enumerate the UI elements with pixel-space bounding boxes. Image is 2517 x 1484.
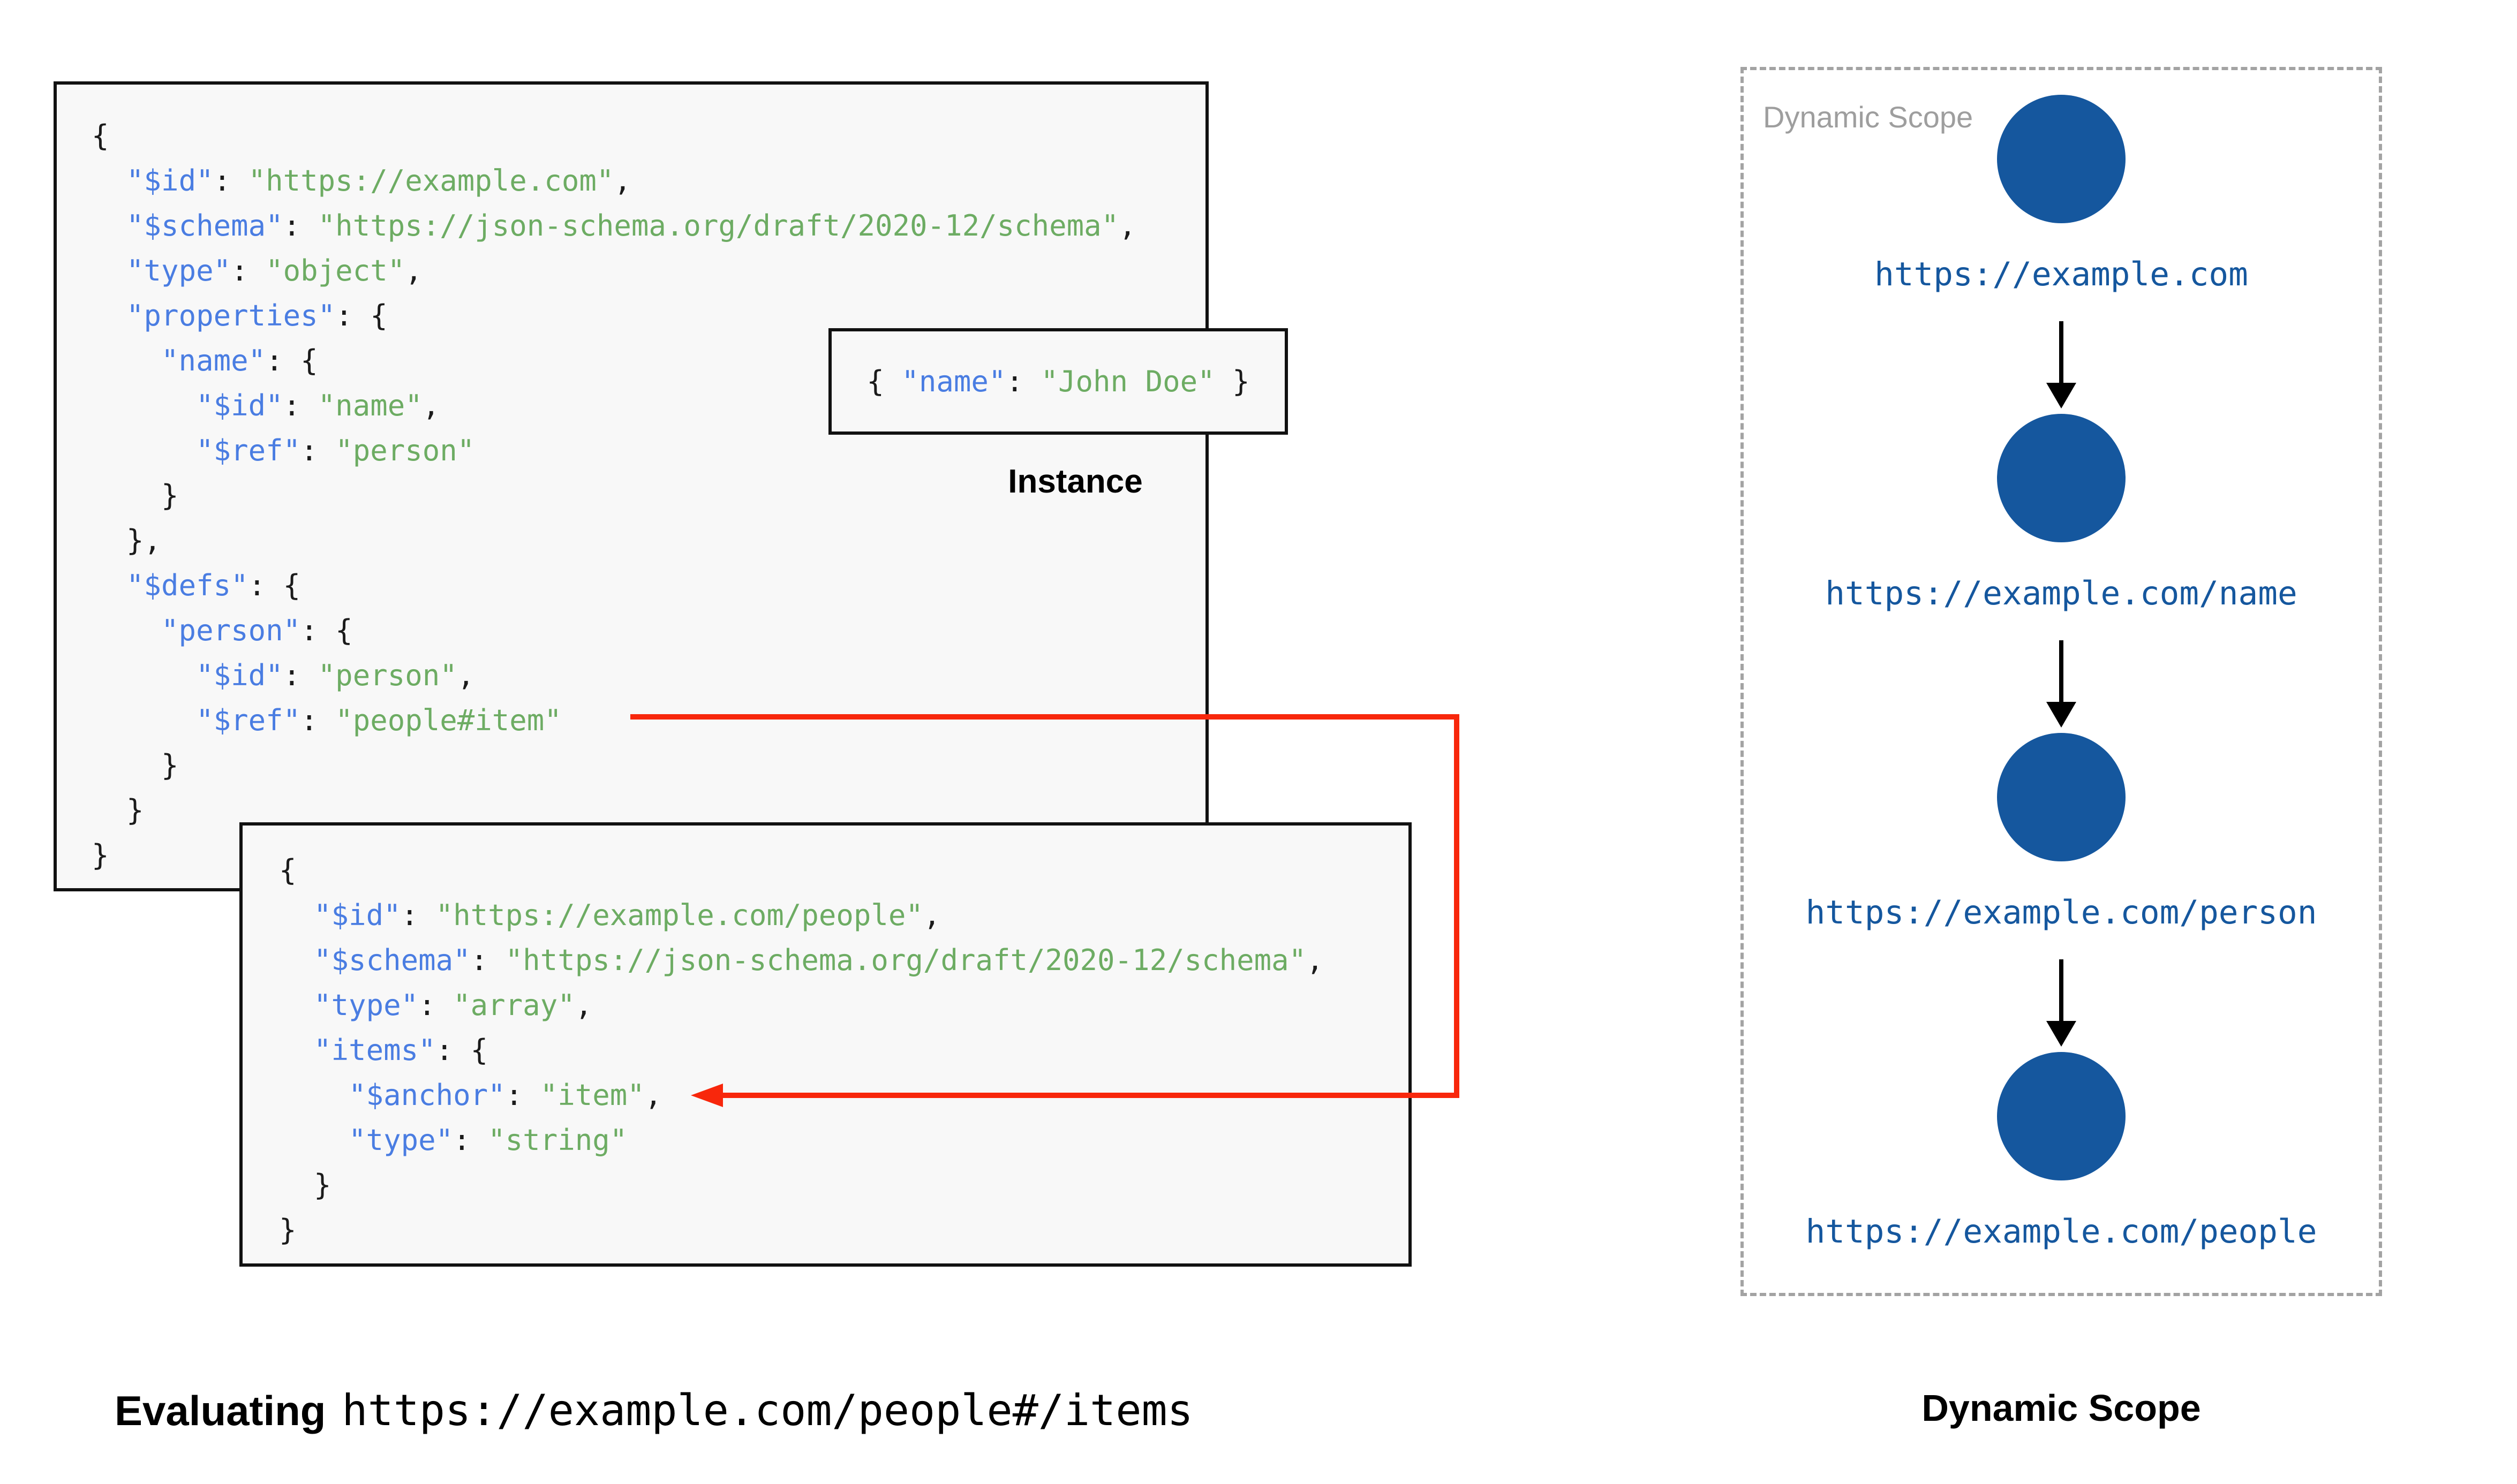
down-arrow-icon — [2059, 321, 2063, 383]
code-line: } — [92, 748, 179, 782]
code-line: "$defs": { — [126, 569, 301, 602]
ref-arrow-segment-vertical — [1454, 714, 1459, 1098]
down-arrow-icon — [2059, 959, 2063, 1021]
instance-code: { "name": "John Doe" } — [866, 359, 1249, 404]
code-line: } — [92, 838, 109, 872]
down-arrow-icon — [2059, 640, 2063, 702]
code-line: "type": "string" — [349, 1123, 628, 1157]
schema-people-panel: { "$id": "https://example.com/people", "… — [239, 822, 1412, 1267]
code-line: "$schema": "https://json-schema.org/draf… — [314, 943, 1324, 977]
down-arrow-head-icon — [2046, 702, 2076, 728]
code-line: "$schema": "https://json-schema.org/draf… — [126, 209, 1136, 243]
schema-root-panel: { "$id": "https://example.com", "$schema… — [54, 81, 1209, 891]
instance-label: Instance — [1008, 463, 1143, 500]
code-line: } — [92, 793, 144, 827]
evaluating-uri: https://example.com/people#/items — [342, 1385, 1193, 1435]
scope-node-label: https://example.com/name — [1825, 574, 2297, 612]
scope-node-label: https://example.com/person — [1805, 894, 2317, 932]
code-line: "type": "object", — [126, 254, 423, 287]
code-line: "properties": { — [126, 299, 388, 332]
schema-root-code: { "$id": "https://example.com", "$schema… — [92, 113, 1189, 878]
ref-arrow-head-icon — [691, 1084, 723, 1107]
code-line: } — [279, 1213, 297, 1247]
code-line: }, — [92, 524, 162, 557]
code-line: { "name": "John Doe" } — [866, 364, 1250, 398]
dynamic-scope-watermark: Dynamic Scope — [1763, 100, 1973, 134]
code-line: { — [279, 853, 297, 887]
code-line: "$id": "person", — [196, 658, 475, 692]
schema-people-code: { "$id": "https://example.com/people", "… — [279, 848, 1392, 1253]
code-line: "$id": "https://example.com/people", — [314, 898, 941, 932]
code-line: "$id": "https://example.com", — [126, 164, 631, 198]
code-line: "$anchor": "item", — [349, 1078, 662, 1112]
scope-node-label: https://example.com — [1874, 255, 2248, 293]
code-line: "items": { — [314, 1033, 488, 1067]
scope-node-label: https://example.com/people — [1805, 1213, 2317, 1251]
code-line: "person": { — [161, 614, 353, 647]
instance-box: { "name": "John Doe" } — [828, 328, 1288, 435]
dynamic-scope-caption: Dynamic Scope — [1921, 1387, 2201, 1429]
code-line: "name": { — [161, 344, 318, 377]
code-line: "type": "array", — [314, 988, 593, 1022]
code-line: "$ref": "person" — [196, 434, 475, 467]
evaluating-prefix: Evaluating — [115, 1387, 326, 1434]
ref-arrow-segment-bottom — [723, 1093, 1459, 1098]
code-line: } — [279, 1168, 331, 1202]
code-line: { — [92, 119, 109, 153]
down-arrow-head-icon — [2046, 383, 2076, 408]
evaluating-caption: Evaluating https://example.com/people#/it… — [115, 1385, 1193, 1435]
down-arrow-head-icon — [2046, 1021, 2076, 1047]
ref-arrow-segment-top — [630, 714, 1459, 720]
code-line: } — [92, 479, 179, 512]
scope-node-circle — [1997, 1052, 2126, 1180]
scope-node-circle — [1997, 733, 2126, 861]
scope-node-circle — [1997, 95, 2126, 223]
code-line: "$id": "name", — [196, 389, 440, 422]
scope-node-circle — [1997, 414, 2126, 542]
code-line: "$ref": "people#item" — [196, 703, 562, 737]
